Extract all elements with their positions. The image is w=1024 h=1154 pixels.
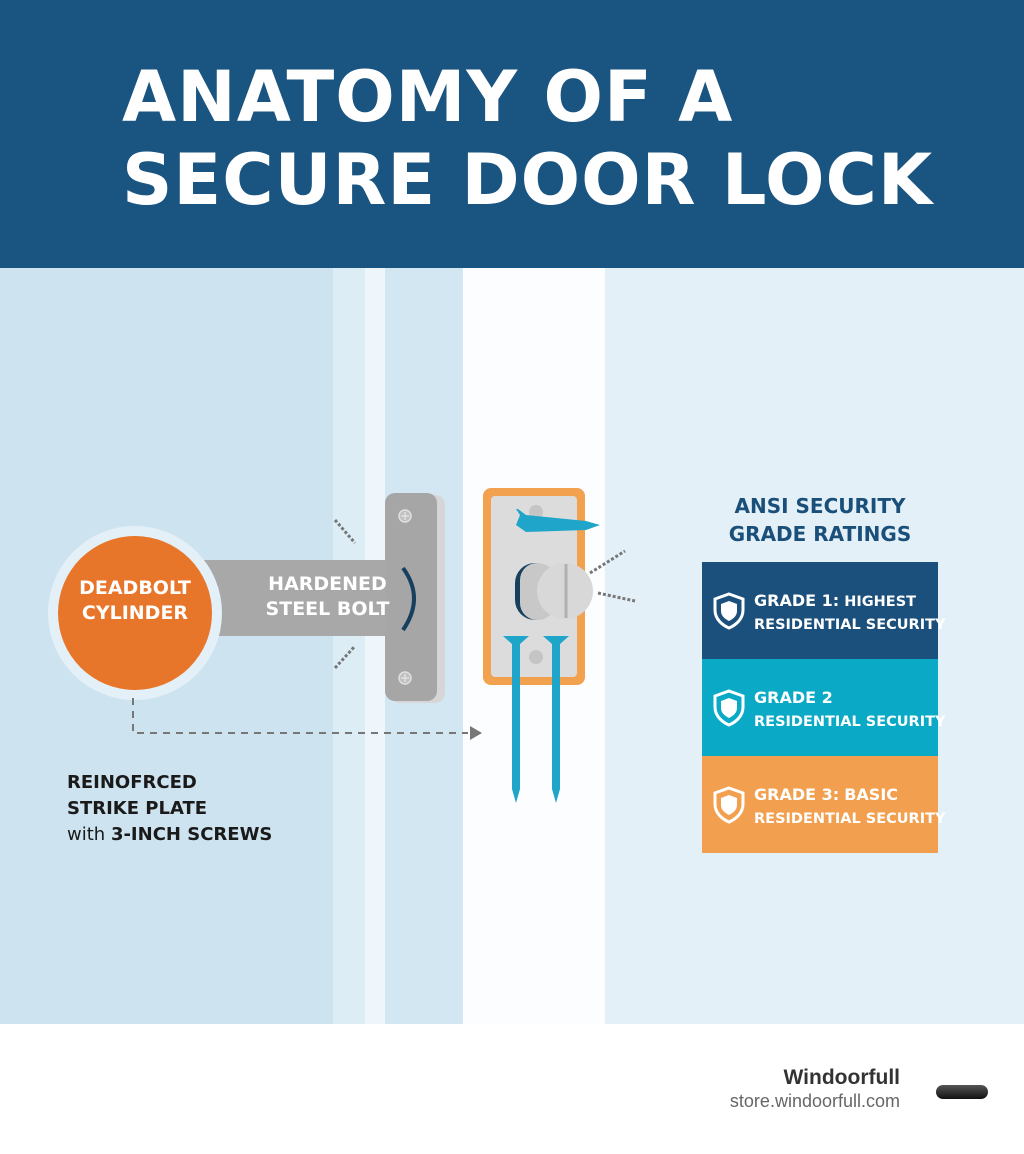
grade-extra: BASIC [844, 785, 899, 804]
grade-3-card: GRADE 3: BASIC RESIDENTIAL SECURITY [702, 756, 946, 853]
shield-icon [713, 689, 745, 727]
header-banner: ANATOMY OF A SECURE DOOR LOCK [0, 0, 1024, 268]
bolt-label-line: STEEL BOLT [265, 597, 390, 620]
door-frame-stripe [333, 268, 365, 1024]
grade-title: GRADE 1: [754, 591, 840, 610]
shield-icon [713, 786, 745, 824]
footer-brand: Windoorfull [783, 1066, 900, 1089]
footer: Windoorfull store.windoorfull.com [0, 1024, 1024, 1154]
ratings-heading: ANSI SECURITY GRADE RATINGS [702, 492, 938, 548]
grade-desc: RESIDENTIAL SECURITY [754, 617, 946, 634]
arrow-icon [470, 726, 482, 740]
bolt-plate [385, 493, 437, 701]
footer-url[interactable]: store.windoorfull.com [729, 1091, 900, 1111]
lock-illustration [48, 488, 636, 803]
deadbolt-label: DEADBOLT CYLINDER [55, 576, 215, 625]
grade-title: GRADE 3: [754, 785, 840, 804]
title-line-2: SECURE DOOR LOCK [122, 139, 934, 221]
bolt-label: HARDENED STEEL BOLT [250, 572, 405, 621]
ratings-heading-line: ANSI SECURITY [734, 494, 906, 518]
ratings-heading-line: GRADE RATINGS [728, 522, 912, 546]
door-frame-stripe [365, 268, 385, 1024]
screws [503, 509, 600, 803]
screw-head-icon [398, 509, 412, 685]
grade-desc: RESIDENTIAL SECURITY [754, 811, 946, 828]
steel-bolt [200, 560, 405, 636]
bolt-label-line: HARDENED [268, 573, 387, 595]
brand-badge-logo [936, 1085, 988, 1099]
strike-label-line: STRIKE PLATE [67, 798, 208, 820]
deadbolt-label-line: CYLINDER [81, 601, 189, 624]
strike-label-line: REINOFRCED [67, 772, 197, 793]
grade-extra: HIGHEST [844, 594, 917, 610]
title-line-1: ANATOMY OF A [122, 56, 734, 138]
grade-desc: RESIDENTIAL SECURITY [754, 714, 946, 731]
diagram-area: DEADBOLT CYLINDER HARDENED STEEL BOLT RE… [0, 268, 1024, 1024]
deadbolt-label-line: DEADBOLT [79, 577, 191, 599]
connector-dashed-line [132, 698, 468, 734]
grade-1-card: GRADE 1: HIGHEST RESIDENTIAL SECURITY [702, 562, 946, 659]
shield-icon [713, 592, 745, 630]
grade-2-card: GRADE 2 RESIDENTIAL SECURITY [702, 659, 946, 756]
strike-label-emph: 3-INCH SCREWS [110, 824, 273, 846]
strike-plate-label: REINOFRCED STRIKE PLATE with 3-INCH SCRE… [67, 770, 272, 848]
grade-title: GRADE 2 [754, 688, 833, 707]
strike-label-prefix: with [67, 824, 106, 846]
deadbolt-cylinder [58, 536, 212, 690]
